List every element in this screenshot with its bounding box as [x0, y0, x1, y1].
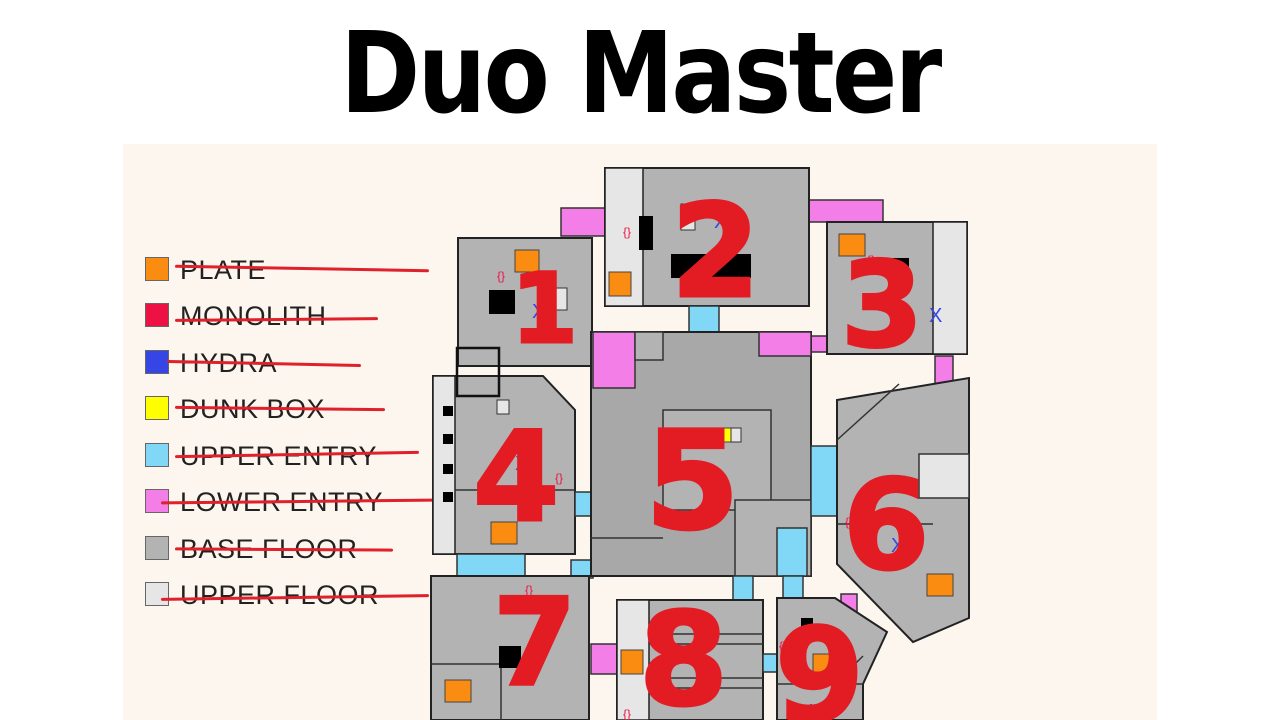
corner-ledge [634, 331, 664, 361]
monolith-swatch [145, 303, 169, 327]
lower-entry-connector [810, 335, 828, 353]
lower-entry-connector [590, 643, 618, 675]
wall-block [671, 254, 751, 278]
hydra-marker: X [515, 453, 528, 475]
wall-post [801, 618, 813, 630]
center-platform [662, 409, 772, 511]
plate-swatch [145, 257, 169, 281]
monolith-marker: {} [623, 225, 631, 239]
legend-item-base-floor: BASE FLOOR [123, 535, 423, 563]
legend-label: MONOLITH [180, 301, 327, 331]
plate-marker [926, 573, 954, 597]
hydra-marker: X [809, 701, 822, 720]
upper-entry-connector [574, 491, 592, 517]
hydra-marker: X [532, 301, 545, 323]
raised-platform [455, 346, 501, 398]
upper-entry-connector [456, 553, 526, 577]
small-box [554, 287, 568, 311]
upper-floor-area [918, 453, 970, 499]
room-number-5: 5 [645, 403, 740, 561]
legend-item-lower-entry: LOWER ENTRY [123, 488, 434, 516]
upper-entry-connector [782, 575, 804, 601]
upper-entry-swatch [145, 443, 169, 467]
monolith-marker: {} [623, 707, 631, 720]
upper-entry-connector [688, 305, 720, 333]
map-panel: PLATE MONOLITH HYDRA DUNK BOX UPPER ENTR… [123, 144, 1157, 720]
upper-floor-area [932, 221, 968, 355]
room-number-4: 4 [473, 406, 559, 550]
legend-item-plate: PLATE [123, 255, 430, 285]
monolith-marker: {} [497, 269, 505, 283]
legend-label: PLATE [180, 255, 267, 285]
wall-post [443, 406, 453, 416]
room-number-3: 3 [841, 236, 923, 374]
floor-divider [834, 655, 864, 685]
small-box [680, 203, 696, 231]
monolith-block [499, 646, 521, 668]
hydra-marker: X [714, 211, 727, 233]
monolith-marker: {} [779, 639, 787, 653]
lower-entry-corner [592, 331, 636, 389]
room-number-7: 7 [493, 574, 577, 713]
monolith-marker: {} [845, 515, 853, 529]
upper-entry-connector [732, 575, 754, 601]
wall-post [443, 492, 453, 502]
monolith-marker: {} [525, 583, 533, 597]
room-9 [776, 597, 889, 720]
room-3 [826, 221, 968, 355]
monolith-marker: {} [867, 253, 875, 267]
wall-post [443, 464, 453, 474]
legend-item-dunk-box: DUNK BOX [123, 395, 423, 423]
room-number-annotations: 1 2 3 4 5 6 7 8 9 [472, 177, 931, 720]
room-7 [430, 575, 590, 720]
plate-marker [490, 521, 518, 545]
floor-divider [836, 383, 900, 441]
room-8 [616, 599, 764, 720]
room-1 [457, 237, 593, 367]
small-box [496, 399, 510, 415]
plate-marker [608, 271, 632, 297]
monolith-block [639, 216, 653, 250]
room-number-1: 1 [511, 253, 578, 365]
legend-item-monolith: MONOLITH [123, 302, 423, 330]
room-number-2: 2 [671, 178, 760, 327]
monolith-block [489, 290, 515, 314]
room-5 [590, 331, 812, 577]
room-4 [432, 346, 576, 555]
monolith-block [887, 258, 909, 280]
small-box [730, 427, 742, 443]
upper-entry-connector [776, 527, 808, 577]
hydra-marker: X [539, 601, 552, 623]
legend-item-upper-entry: UPPER ENTRY [123, 442, 423, 470]
plate-marker [514, 249, 540, 273]
upper-floor-swatch [145, 582, 169, 606]
monolith-markers: {} {} {} {} {} {} {} {} [497, 225, 875, 720]
monolith-marker: {} [555, 471, 563, 485]
plate-marker [812, 653, 836, 675]
room-number-6: 6 [843, 454, 929, 598]
plate-marker [444, 679, 472, 703]
wall-post [443, 434, 453, 444]
room-number-9: 9 [775, 602, 864, 720]
dunk-box-swatch [145, 396, 169, 420]
hydra-marker: X [929, 305, 942, 327]
lower-entry-corner [758, 331, 812, 357]
legend-item-upper-floor: UPPER FLOOR [123, 581, 430, 609]
hydra-marker: X [891, 535, 904, 557]
room-2 [604, 167, 810, 307]
base-floor-swatch [145, 536, 169, 560]
hydra-markers: X X X X X X X [515, 211, 942, 720]
substratum-map: X X X X X X X {} {} {} {} {} {} {} {} 1 … [430, 167, 970, 720]
room-6 [836, 376, 970, 644]
room-number-8: 8 [639, 586, 728, 720]
lower-entry-connector [560, 207, 606, 237]
upper-entry-connector [810, 445, 838, 517]
legend-item-hydra: HYDRA [123, 349, 423, 377]
plate-marker [620, 649, 644, 675]
plate-marker [838, 233, 866, 257]
